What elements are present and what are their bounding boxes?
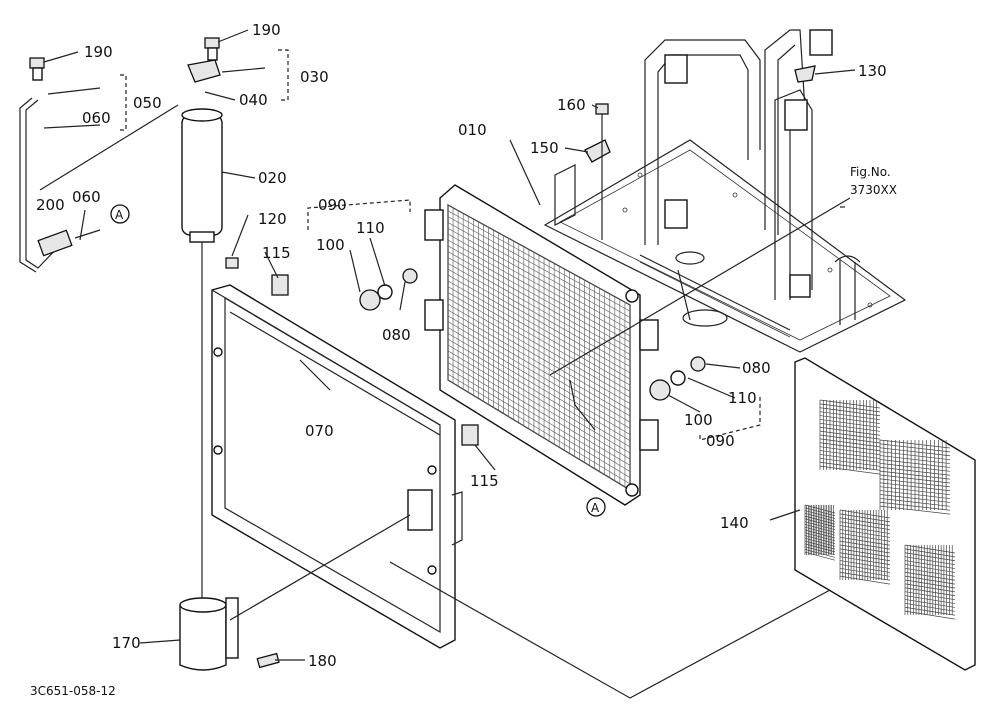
label-070: 070: [305, 422, 334, 440]
label-200: 200: [36, 196, 65, 214]
label-110-top: 110: [356, 219, 385, 237]
fig-label: Fig.No.: [850, 165, 891, 179]
clip-115-top: [271, 274, 289, 296]
screen-140: [794, 357, 976, 671]
sensor-190-left: [29, 57, 45, 81]
fitting-030: [187, 59, 221, 83]
figure-code: 3C651-058-12: [30, 684, 116, 698]
mount-110-100-left: [359, 268, 418, 311]
sensor-190-right: [204, 37, 220, 61]
label-010: 010: [458, 121, 487, 139]
mount-110-100-right: [649, 356, 706, 401]
label-130: 130: [858, 62, 887, 80]
clip-115-bottom: [461, 424, 479, 446]
bracket-170: [179, 597, 239, 671]
callout-a-left-text: A: [115, 208, 124, 222]
pipe-050: [19, 97, 61, 273]
label-060-top: 060: [82, 109, 111, 127]
label-170: 170: [112, 634, 141, 652]
label-040: 040: [239, 91, 268, 109]
hose-200: [37, 229, 101, 257]
label-190-left: 190: [84, 43, 113, 61]
condenser-010: [424, 184, 659, 506]
label-150: 150: [530, 139, 559, 157]
label-090-top: 090: [318, 196, 347, 214]
label-115-bottom: 115: [470, 472, 499, 490]
label-120: 120: [258, 210, 287, 228]
label-140: 140: [720, 514, 749, 532]
label-115-top: 115: [262, 244, 291, 262]
label-190-right: 190: [252, 21, 281, 39]
bolt-120: [225, 257, 239, 269]
leader-lines: [39, 29, 856, 699]
part-labels: 190 190 030 040 050 060 060 200 020 120 …: [30, 21, 897, 698]
label-050: 050: [133, 94, 162, 112]
bracket-150-160: [584, 103, 611, 240]
label-060-bottom: 060: [72, 188, 101, 206]
label-020: 020: [258, 169, 287, 187]
label-090-bottom: 090: [706, 432, 735, 450]
label-160: 160: [557, 96, 586, 114]
chassis-frame: [543, 29, 907, 353]
label-180: 180: [308, 652, 337, 670]
label-030: 030: [300, 68, 329, 86]
clip-130: [794, 65, 816, 83]
callout-a-bottom: A: [586, 497, 606, 517]
label-100-top: 100: [316, 236, 345, 254]
label-100-bottom: 100: [684, 411, 713, 429]
shroud-070: [211, 284, 463, 649]
label-080-bottom: 080: [742, 359, 771, 377]
label-080-top: 080: [382, 326, 411, 344]
callout-a-left: A: [110, 204, 130, 224]
bolt-180: [256, 652, 280, 669]
fig-number: 3730XX: [850, 183, 897, 197]
callout-a-bottom-text: A: [591, 501, 600, 515]
label-110-bottom: 110: [728, 389, 757, 407]
receiver-drier-020: [181, 108, 223, 600]
